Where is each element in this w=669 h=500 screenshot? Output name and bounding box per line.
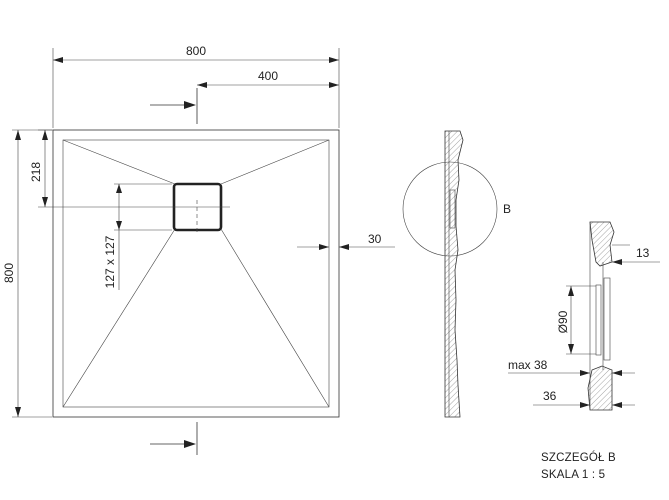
dim-rim-width: 30: [297, 232, 395, 250]
caption-line2: SKALA 1 : 5: [541, 469, 605, 481]
detail-marker: B: [503, 202, 511, 216]
detail-drain-flange: [603, 277, 611, 361]
dim-drain-diameter-label: Ø90: [556, 310, 570, 333]
section-arrow-top: [150, 88, 198, 124]
dim-drain-offset-label: 218: [29, 162, 43, 182]
section-drain-cut: [449, 189, 456, 229]
detail-b-view: 13 Ø90 max 38 36 SZCZEGÓŁ B: [508, 221, 660, 481]
plan-view: 800 400 218 800: [2, 44, 395, 455]
tray-outline: [52, 129, 340, 418]
dim-width-total: 800: [52, 44, 340, 128]
dim-detail-height: 36: [533, 389, 635, 408]
dim-half-width-label: 400: [258, 69, 278, 83]
dim-drain-offset: 218: [29, 129, 118, 208]
dim-max-height: max 38: [508, 358, 635, 376]
dim-detail-rim-label: 13: [636, 246, 650, 260]
detail-circle: [402, 161, 498, 257]
section-profile: [444, 130, 464, 418]
detail-profile-lower: [587, 365, 613, 411]
tray-inner-rim: [62, 139, 330, 408]
dim-width-total-label: 800: [186, 44, 206, 58]
caption-line1: SZCZEGÓŁ B: [541, 451, 616, 464]
detail-profile-upper: [589, 221, 615, 267]
dim-half-width: 400: [197, 69, 339, 88]
dim-drain-size: 127 x 127: [103, 183, 172, 290]
dim-height-total-label: 800: [2, 263, 16, 283]
section-view: B: [402, 130, 511, 418]
dim-rim-width-label: 30: [368, 232, 382, 246]
dim-drain-diameter: Ø90: [556, 285, 596, 355]
slope-lines: [62, 139, 330, 408]
dim-detail-rim: 13: [612, 244, 660, 265]
detail-drain-body: [595, 284, 602, 356]
section-arrow-bottom: [150, 422, 198, 455]
dim-detail-height-label: 36: [543, 389, 557, 403]
dim-height-total: 800: [2, 129, 52, 418]
dim-drain-size-label: 127 x 127: [103, 235, 117, 288]
dim-max-height-label: max 38: [508, 358, 548, 372]
